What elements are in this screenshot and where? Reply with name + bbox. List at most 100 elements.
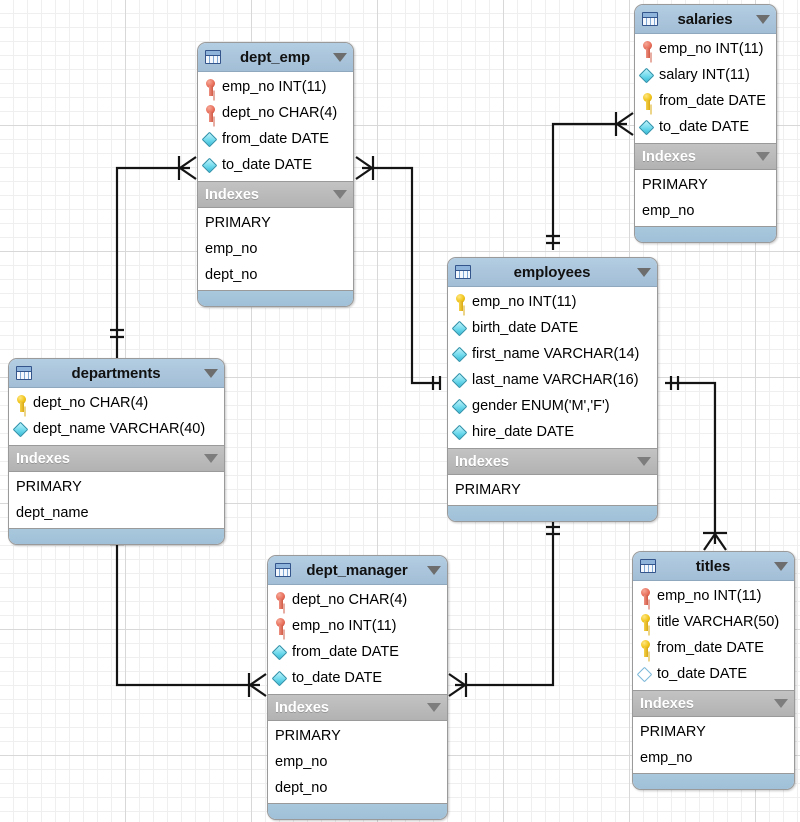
relationship-employees-dept_emp[interactable]	[355, 156, 442, 390]
table-icon	[455, 265, 471, 279]
relationship-departments-dept_manager[interactable]	[110, 530, 267, 697]
column-row[interactable]: emp_no INT(11)	[198, 74, 353, 100]
column-row[interactable]: title VARCHAR(50)	[633, 609, 794, 635]
index-row[interactable]: PRIMARY	[642, 177, 708, 193]
table-header-employees[interactable]: employees	[448, 258, 657, 287]
indexes-header-departments[interactable]: Indexes	[9, 445, 224, 472]
table-icon	[642, 12, 658, 26]
index-row[interactable]: emp_no	[642, 203, 695, 219]
index-row[interactable]: PRIMARY	[455, 482, 521, 498]
table-footer-titles	[633, 773, 794, 789]
column-label: last_name VARCHAR(16)	[472, 372, 639, 388]
column-diamond-icon	[274, 644, 287, 661]
index-row[interactable]: emp_no	[640, 750, 693, 766]
fk-key-icon	[641, 40, 654, 58]
column-list-dept_emp: emp_no INT(11)dept_no CHAR(4) from_date D…	[198, 72, 353, 181]
indexes-header-employees[interactable]: Indexes	[448, 448, 657, 475]
relationship-employees-salaries[interactable]	[546, 112, 634, 250]
index-row[interactable]: dept_name	[16, 505, 89, 521]
column-row[interactable]: last_name VARCHAR(16)	[448, 367, 657, 393]
index-row[interactable]: dept_no	[205, 267, 258, 283]
column-row[interactable]: from_date DATE	[198, 126, 353, 152]
index-row[interactable]: emp_no	[205, 241, 258, 257]
column-row[interactable]: from_date DATE	[268, 639, 447, 665]
indexes-header-salaries[interactable]: Indexes	[635, 143, 776, 170]
column-row[interactable]: dept_no CHAR(4)	[9, 390, 224, 416]
column-row[interactable]: emp_no INT(11)	[633, 583, 794, 609]
indexes-header-dept_emp[interactable]: Indexes	[198, 181, 353, 208]
index-row[interactable]: PRIMARY	[205, 215, 271, 231]
column-label: from_date DATE	[222, 131, 329, 147]
column-row[interactable]: dept_name VARCHAR(40)	[9, 416, 224, 442]
column-row[interactable]: hire_date DATE	[448, 419, 657, 445]
column-row[interactable]: to_date DATE	[198, 152, 353, 178]
column-label: emp_no INT(11)	[659, 41, 764, 57]
column-label: to_date DATE	[292, 670, 383, 686]
table-header-dept_manager[interactable]: dept_manager	[268, 556, 447, 585]
column-row[interactable]: to_date DATE	[268, 665, 447, 691]
table-name-employees: employees	[513, 263, 591, 281]
column-row[interactable]: emp_no INT(11)	[635, 36, 776, 62]
table-icon	[16, 366, 32, 380]
index-row[interactable]: PRIMARY	[640, 724, 706, 740]
column-row[interactable]: emp_no INT(11)	[268, 613, 447, 639]
column-label: birth_date DATE	[472, 320, 579, 336]
relationship-employees-dept_manager[interactable]	[448, 521, 560, 697]
fk-key-icon	[274, 591, 287, 609]
column-row[interactable]: from_date DATE	[635, 88, 776, 114]
column-label: salary INT(11)	[659, 67, 750, 83]
index-row[interactable]: emp_no	[275, 754, 328, 770]
chevron-down-icon[interactable]	[333, 52, 347, 62]
column-label: to_date DATE	[657, 666, 748, 682]
table-titles[interactable]: titles emp_no INT(11) title VARCHAR(50)fro…	[632, 551, 795, 790]
index-row[interactable]: dept_no	[275, 780, 328, 796]
chevron-down-icon[interactable]	[427, 703, 441, 712]
table-header-departments[interactable]: departments	[9, 359, 224, 388]
table-employees[interactable]: employees emp_no INT(11) birth_date DATE fi…	[447, 257, 658, 522]
chevron-down-icon[interactable]	[204, 368, 218, 378]
chevron-down-icon[interactable]	[774, 699, 788, 708]
table-footer-dept_manager	[268, 803, 447, 819]
chevron-down-icon[interactable]	[756, 14, 770, 24]
column-row[interactable]: to_date DATE	[633, 661, 794, 687]
table-icon	[640, 559, 656, 573]
relationship-departments-dept_emp[interactable]	[110, 156, 197, 358]
column-row[interactable]: from_date DATE	[633, 635, 794, 661]
chevron-down-icon[interactable]	[756, 152, 770, 161]
index-list-departments: PRIMARY dept_name	[9, 472, 224, 528]
table-icon	[205, 50, 221, 64]
relationship-employees-titles[interactable]	[665, 376, 727, 551]
column-label: emp_no INT(11)	[657, 588, 762, 604]
index-row[interactable]: PRIMARY	[16, 479, 82, 495]
column-row[interactable]: birth_date DATE	[448, 315, 657, 341]
table-name-titles: titles	[695, 557, 731, 575]
chevron-down-icon[interactable]	[774, 561, 788, 571]
table-name-salaries: salaries	[677, 10, 733, 28]
indexes-header-titles[interactable]: Indexes	[633, 690, 794, 717]
index-row[interactable]: PRIMARY	[275, 728, 341, 744]
column-list-dept_manager: dept_no CHAR(4)emp_no INT(11)from_date D…	[268, 585, 447, 694]
table-header-dept_emp[interactable]: dept_emp	[198, 43, 353, 72]
chevron-down-icon[interactable]	[637, 267, 651, 277]
table-salaries[interactable]: salaries emp_no INT(11) salary INT(11) from…	[634, 4, 777, 243]
column-row[interactable]: gender ENUM('M','F')	[448, 393, 657, 419]
column-row[interactable]: salary INT(11)	[635, 62, 776, 88]
chevron-down-icon[interactable]	[333, 190, 347, 199]
column-row[interactable]: dept_no CHAR(4)	[198, 100, 353, 126]
table-footer-dept_emp	[198, 290, 353, 306]
column-row[interactable]: to_date DATE	[635, 114, 776, 140]
column-row[interactable]: first_name VARCHAR(14)	[448, 341, 657, 367]
table-header-titles[interactable]: titles	[633, 552, 794, 581]
indexes-header-dept_manager[interactable]: Indexes	[268, 694, 447, 721]
table-header-salaries[interactable]: salaries	[635, 5, 776, 34]
fk-key-icon	[274, 617, 287, 635]
column-row[interactable]: emp_no INT(11)	[448, 289, 657, 315]
column-row[interactable]: dept_no CHAR(4)	[268, 587, 447, 613]
chevron-down-icon[interactable]	[204, 454, 218, 463]
chevron-down-icon[interactable]	[427, 565, 441, 575]
chevron-down-icon[interactable]	[637, 457, 651, 466]
